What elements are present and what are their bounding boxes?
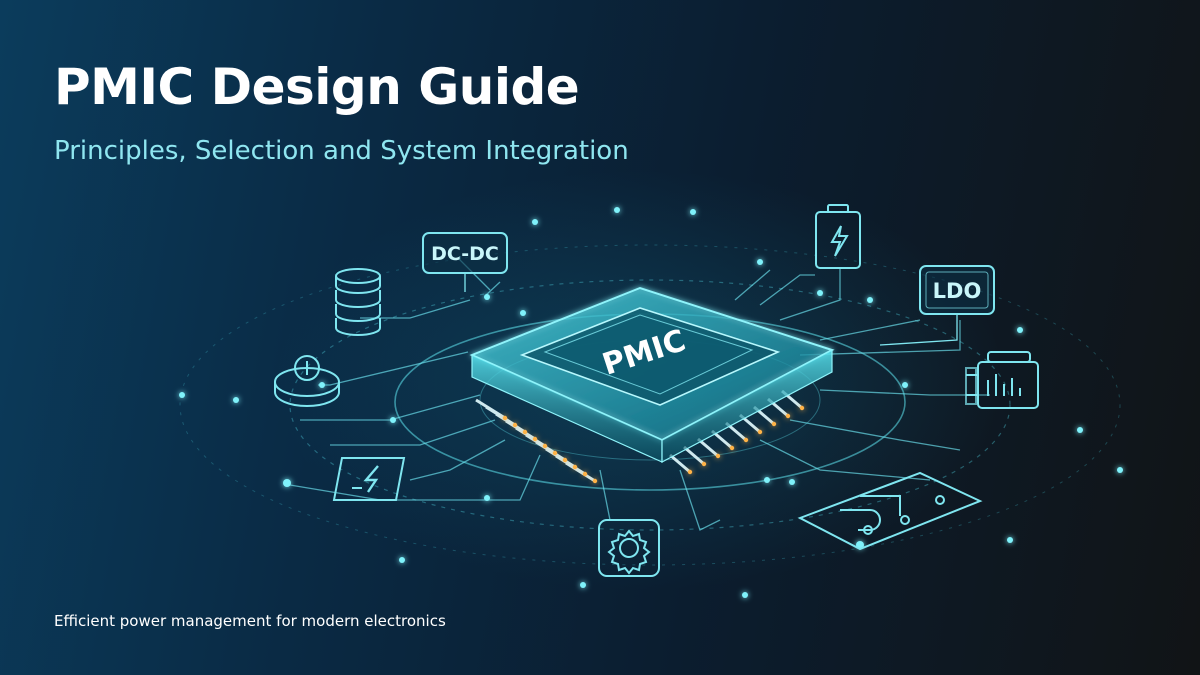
ldo-box: LDO [879,265,995,346]
coin-cell-icon [274,355,340,407]
circuit-board-icon [797,471,983,551]
power-bolt-icon [332,457,406,501]
dcdc-box: DC-DC [422,232,508,292]
ldo-label: LDO [933,279,982,303]
glow-nodes [179,207,1123,598]
dcdc-label: DC-DC [431,243,499,265]
page-subtitle: Principles, Selection and System Integra… [54,136,629,166]
footer-tagline: Efficient power management for modern el… [54,612,446,630]
pmic-chip: PMIC [469,286,835,463]
oscilloscope-icon [965,351,1039,409]
chip-pins-left [475,398,598,484]
capacitor-stack-icon [335,268,381,336]
battery-charging-icon [815,204,861,269]
gear-icon [598,519,660,577]
page-title: PMIC Design Guide [54,58,580,116]
